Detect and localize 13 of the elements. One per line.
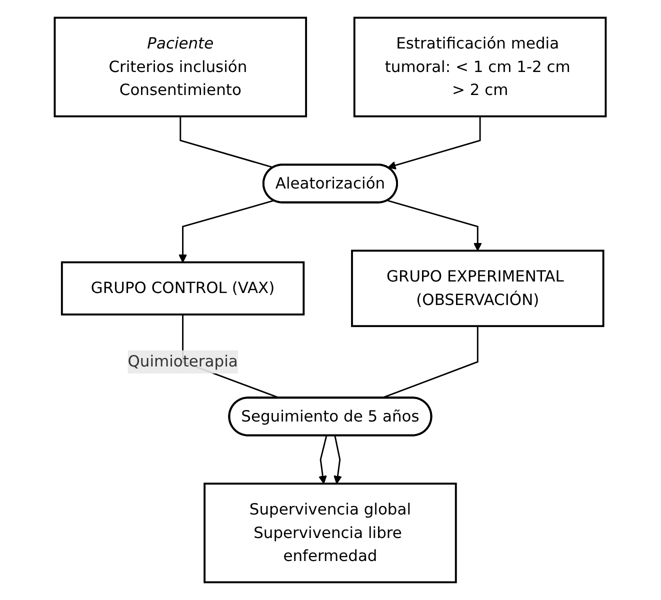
node-box: Supervivencia global Supervivencia libre enfermedad bbox=[204, 482, 458, 584]
connector bbox=[382, 326, 479, 399]
arrow bbox=[318, 436, 328, 484]
edge-label: Quimioterapia bbox=[128, 352, 238, 371]
node-box: GRUPO EXPERIMENTAL (OBSERVACIÓN) bbox=[351, 250, 605, 328]
arrow bbox=[334, 436, 342, 484]
node-box: Estratificación media tumoral: < 1 cm 1-2 cm > 2 cm bbox=[354, 16, 607, 118]
arrow bbox=[388, 116, 482, 170]
connector bbox=[180, 116, 274, 168]
node-box: GRUPO CONTROL (VAX) bbox=[61, 261, 305, 316]
node-box: Paciente Criterios inclusión Consentimiento bbox=[54, 16, 308, 118]
arrow bbox=[178, 200, 274, 263]
arrow bbox=[388, 200, 482, 252]
